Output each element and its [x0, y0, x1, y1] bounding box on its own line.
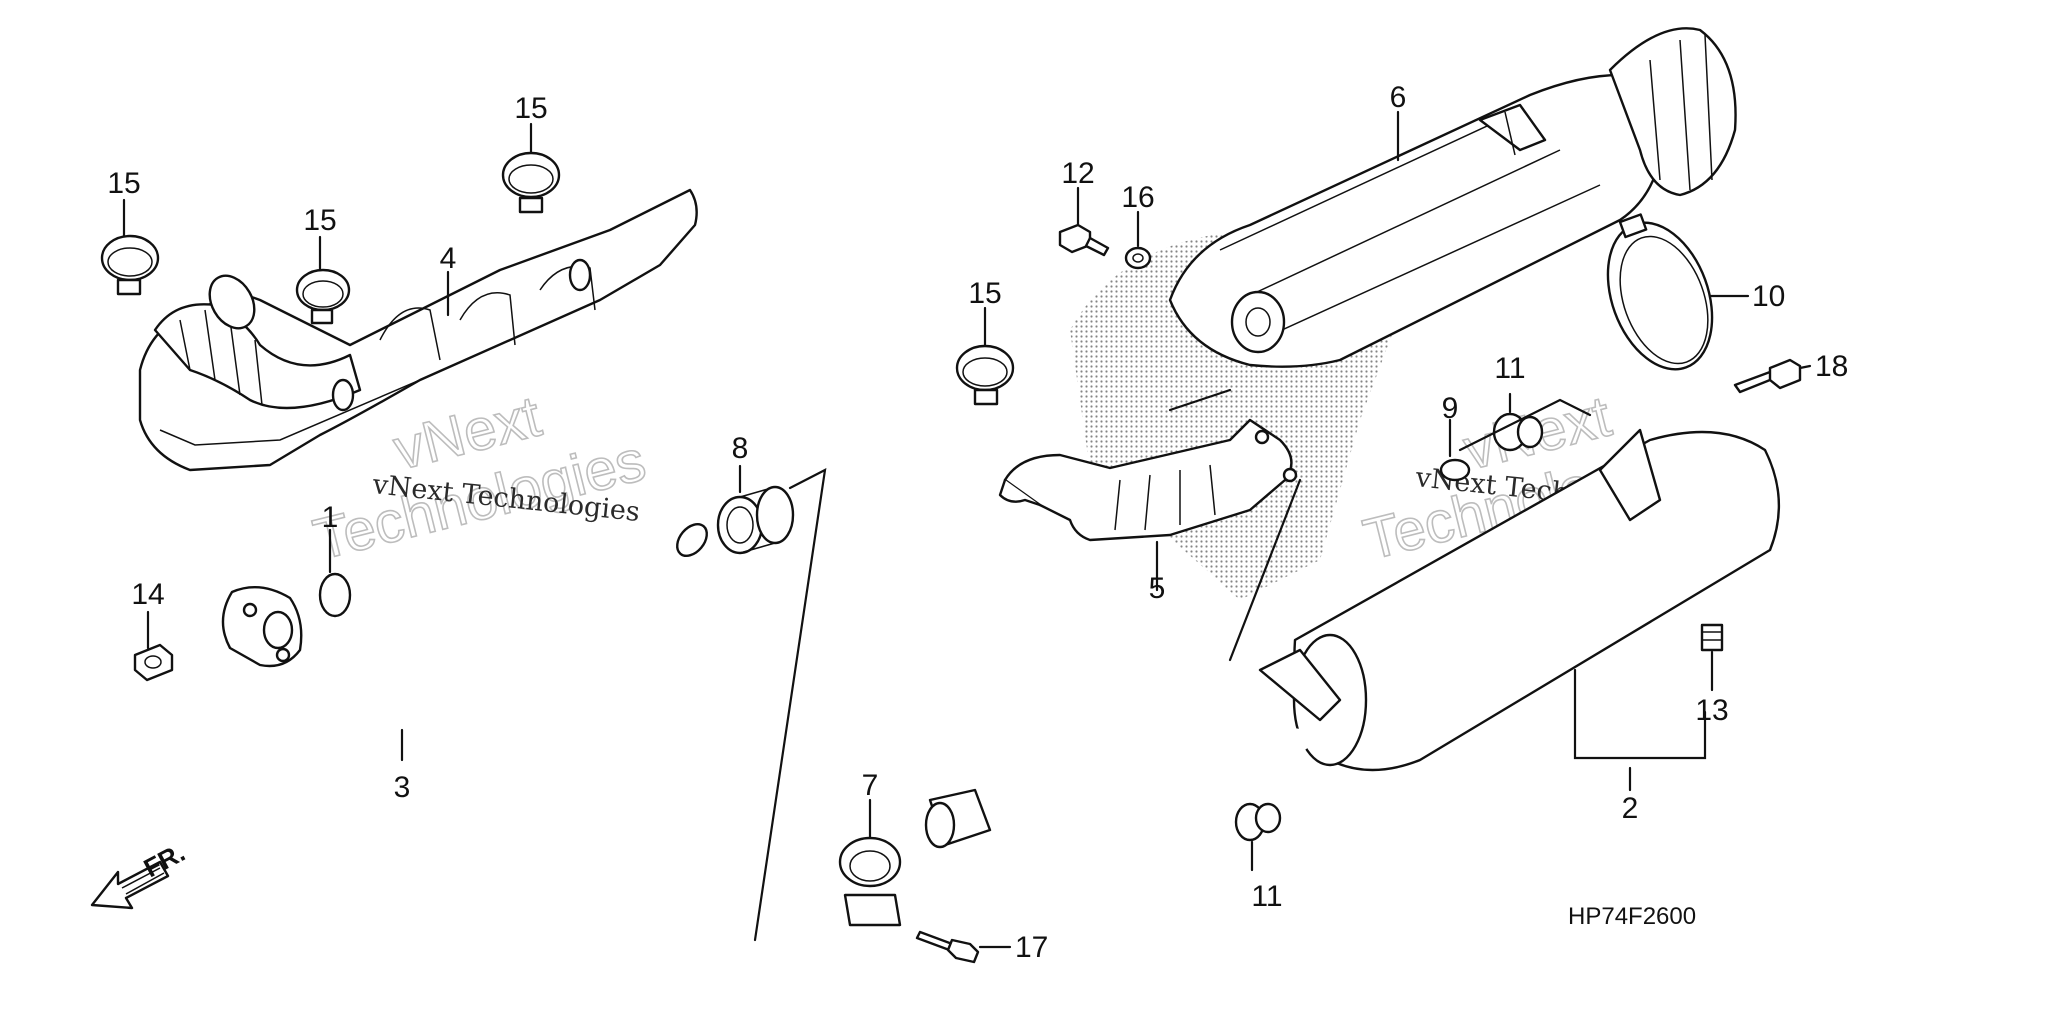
- bracket-line-2: [1573, 668, 1707, 760]
- part-17-bolt: [915, 930, 980, 964]
- bracket-line-9-11-18: [1458, 398, 1592, 452]
- part-11-grommet-lower: [1234, 802, 1282, 842]
- bracket-line-8: [753, 468, 827, 942]
- callout-1: 1: [322, 501, 339, 534]
- callout-2: 2: [1622, 792, 1639, 825]
- part-12-bolt: [1058, 223, 1110, 257]
- part-13-drain-plug: [1700, 623, 1724, 652]
- callout-labels: 1 2 3 4 5 6 7 8 9 10 11 11 12 13 14 15 1…: [107, 81, 1848, 964]
- bracket-line-5-shield: [1168, 388, 1232, 412]
- callout-17: 17: [1015, 931, 1048, 964]
- part-7-pipe-clamp: [838, 836, 902, 927]
- callout-18: 18: [1815, 350, 1848, 383]
- front-direction-arrow: FR.: [90, 837, 190, 910]
- part-15-hose-clamp-d: [955, 344, 1015, 406]
- part-15-hose-clamp-a: [100, 234, 160, 296]
- part-6-muffler-protector: [1168, 27, 1737, 368]
- callout-15-d: 15: [968, 277, 1001, 310]
- part-14-flange-nut: [133, 643, 174, 682]
- bracket-line-5: [1228, 478, 1302, 662]
- part-1-gasket: [318, 572, 352, 618]
- callout-11-lower: 11: [1251, 880, 1282, 913]
- part-18-bolt: [1733, 358, 1802, 394]
- callout-15-b: 15: [303, 204, 336, 237]
- part-9-collar: [1439, 458, 1471, 482]
- callout-7: 7: [862, 769, 879, 802]
- diagram-code: HP74F2600: [1568, 903, 1696, 930]
- leader-lines: [122, 110, 1812, 949]
- part-4-heat-shield: [138, 188, 698, 472]
- callout-15-c: 15: [514, 92, 547, 125]
- callout-11-upper: 11: [1494, 352, 1525, 385]
- callout-9: 9: [1442, 392, 1459, 425]
- callout-15-a: 15: [107, 167, 140, 200]
- callout-13: 13: [1695, 694, 1728, 727]
- callout-12: 12: [1061, 157, 1094, 190]
- part-5-lower-heat-shield: [998, 418, 1298, 542]
- callout-4: 4: [440, 242, 457, 275]
- part-15-hose-clamp-c: [501, 151, 561, 214]
- callout-8: 8: [732, 432, 749, 465]
- callout-5: 5: [1149, 572, 1166, 605]
- part-16-washer: [1124, 246, 1152, 270]
- part-2-muffler: [924, 428, 1781, 849]
- part-11-grommet-upper: [1492, 412, 1544, 452]
- callout-10: 10: [1752, 280, 1785, 313]
- part-15-hose-clamp-b: [295, 268, 351, 325]
- callout-16: 16: [1121, 181, 1154, 214]
- part-8-gasket-ring: [716, 485, 795, 555]
- callout-14: 14: [131, 578, 164, 611]
- callout-3: 3: [394, 771, 411, 804]
- part-3-exhaust-pipe: [181, 523, 708, 733]
- part-10-muffler-band: [1606, 213, 1714, 371]
- callout-6: 6: [1390, 81, 1407, 114]
